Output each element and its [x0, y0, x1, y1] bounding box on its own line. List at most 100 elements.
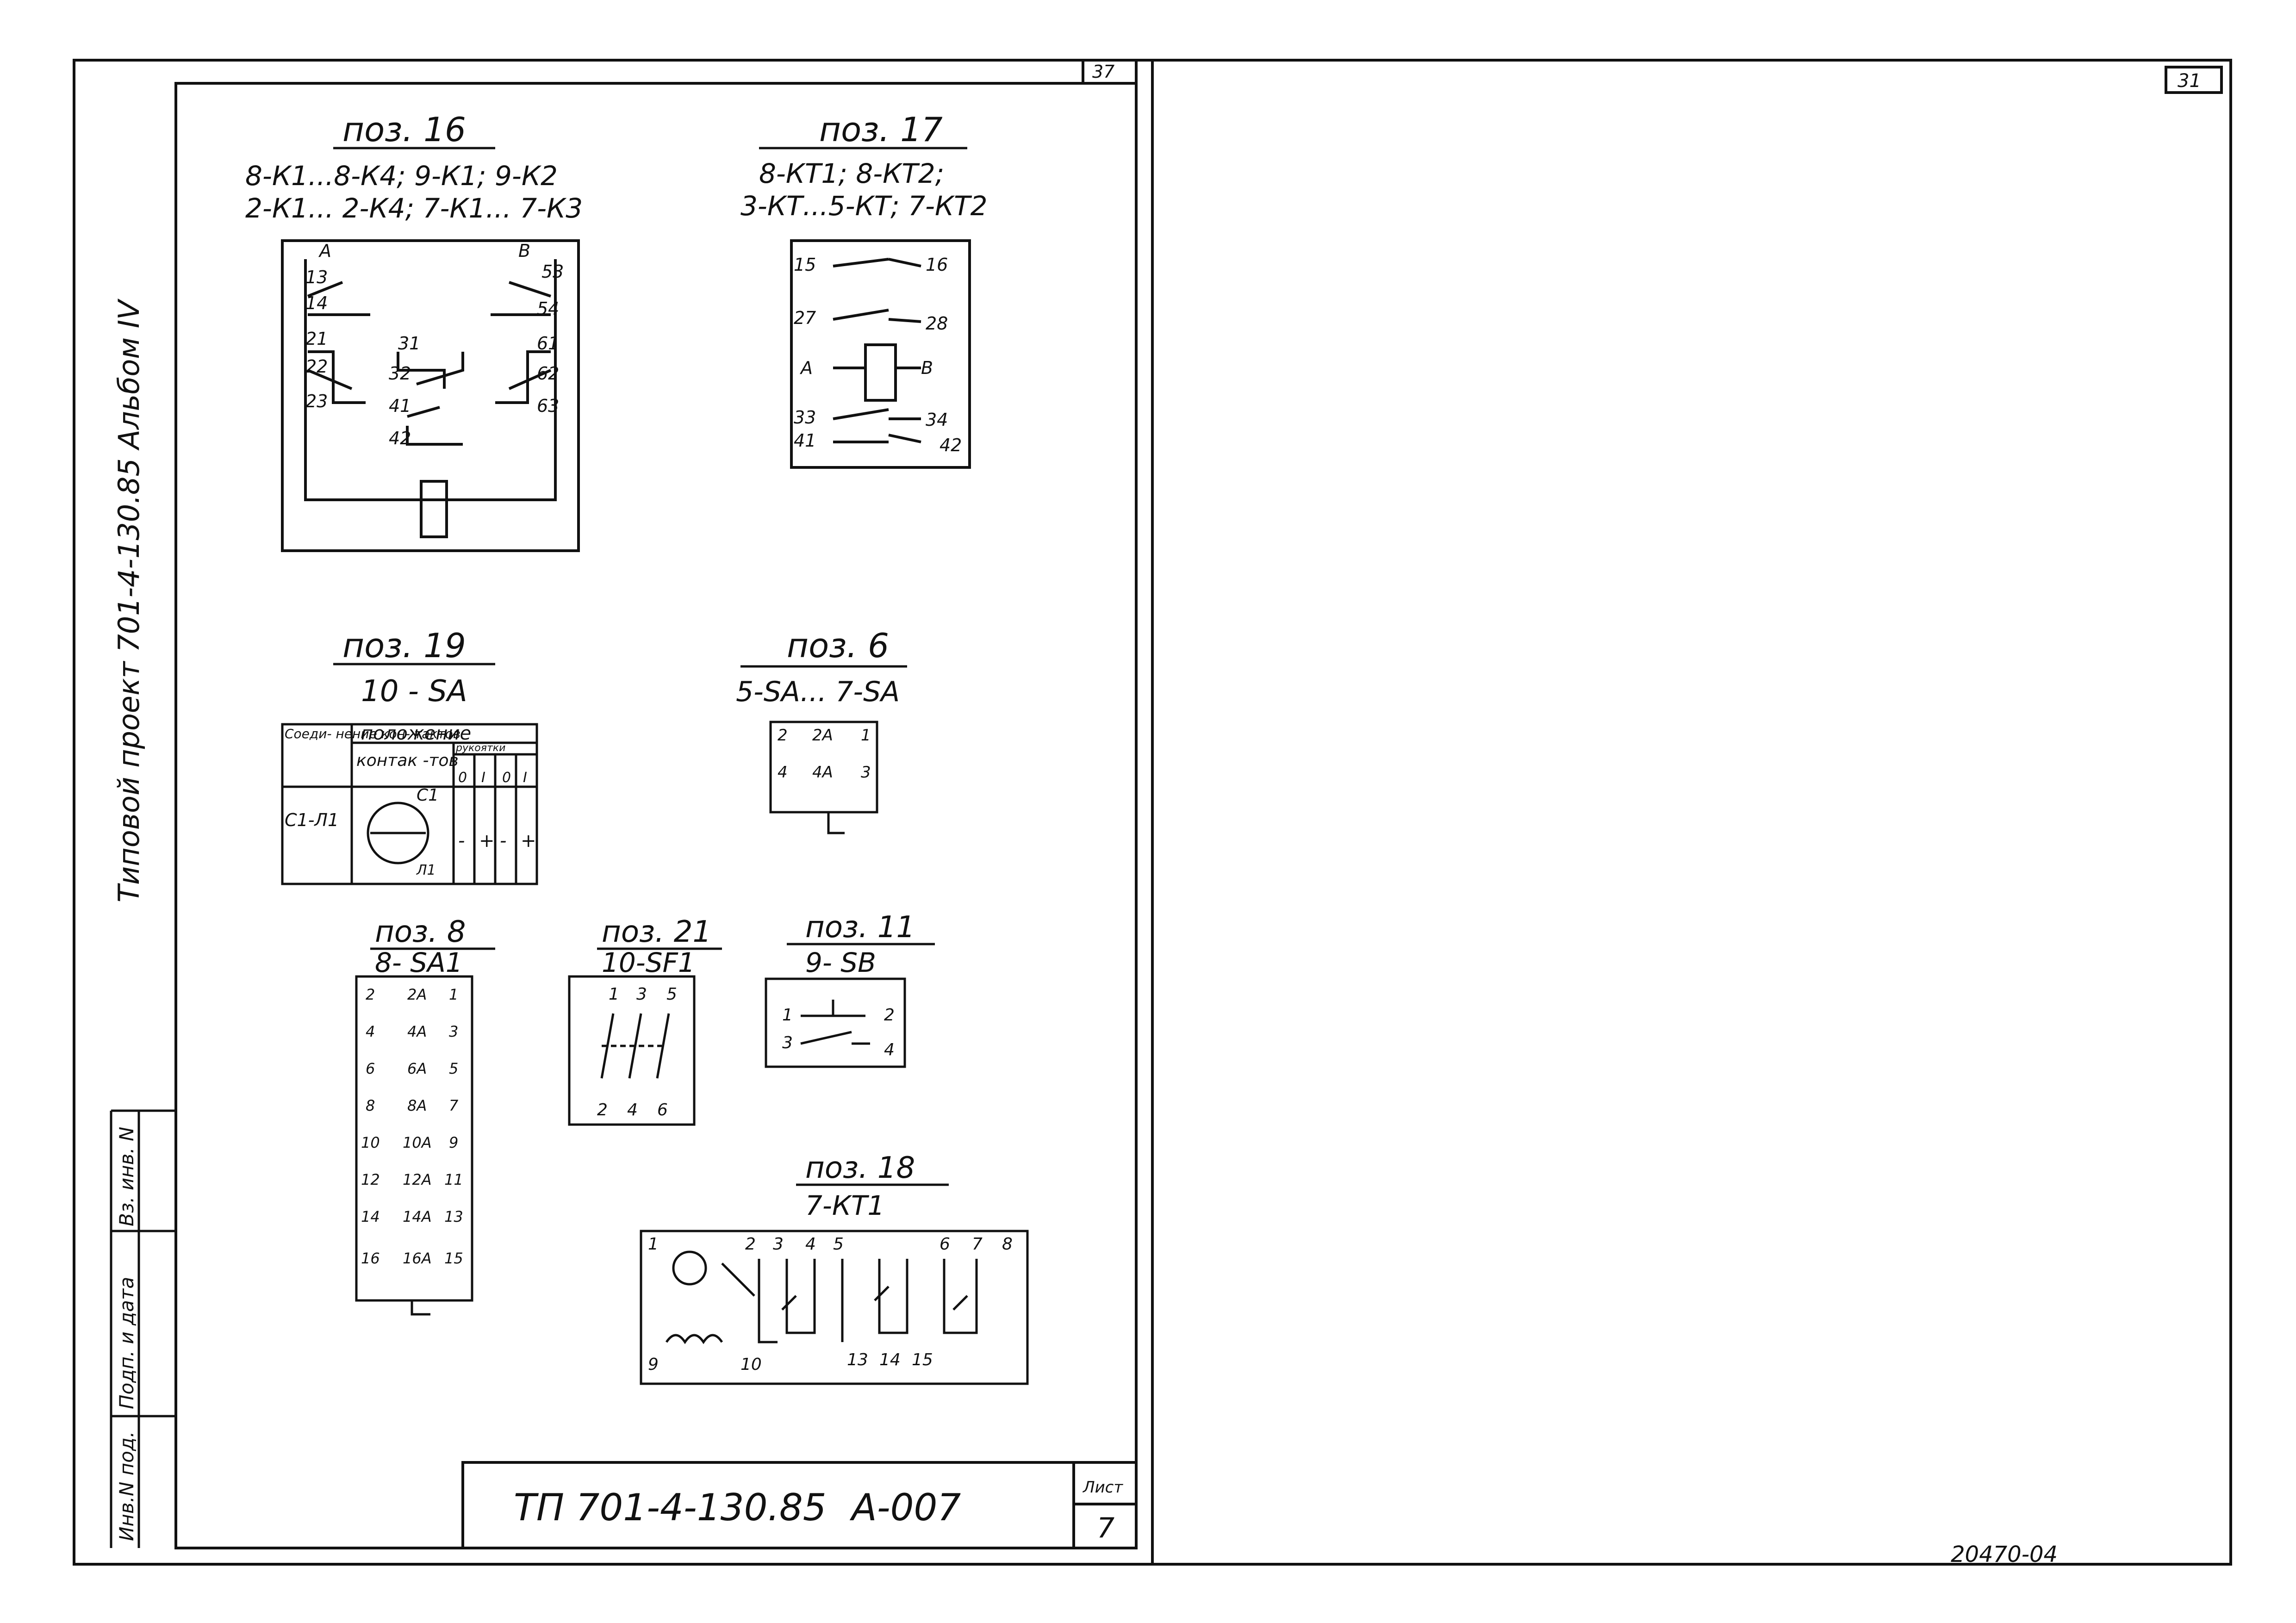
- pos17-title: поз. 17: [819, 110, 943, 149]
- svg-text:1: 1: [648, 1235, 659, 1254]
- margin-cell-3: Вз. инв. N: [115, 1127, 138, 1226]
- pos16-title: поз. 16: [342, 110, 466, 149]
- svg-text:+: +: [479, 830, 495, 852]
- svg-text:контак -тов: контак -тов: [356, 751, 459, 770]
- margin-cells: [110, 1109, 176, 1548]
- svg-text:41: 41: [389, 396, 411, 416]
- svg-text:61: 61: [537, 333, 559, 354]
- svg-text:16А: 16А: [403, 1250, 432, 1267]
- svg-text:2: 2: [778, 726, 788, 745]
- svg-text:4: 4: [805, 1235, 816, 1254]
- pos6-block: поз. 6 5-SА... 7-SА 2 2А 1 4 4А 3: [736, 626, 907, 834]
- svg-text:Соеди- нение кон- тактов: Соеди- нение кон- тактов: [285, 726, 460, 741]
- frame-lines: [73, 59, 2232, 1566]
- svg-text:6: 6: [940, 1235, 950, 1254]
- svg-text:0: 0: [458, 770, 467, 786]
- title-block: [461, 1461, 1138, 1549]
- pos16-line2: 2-К1... 2-К4; 7-К1... 7-К3: [245, 193, 583, 224]
- svg-text:32: 32: [389, 363, 411, 384]
- svg-text:13: 13: [847, 1350, 868, 1369]
- svg-text:28: 28: [926, 313, 948, 334]
- svg-text:14А: 14А: [403, 1208, 432, 1225]
- svg-text:54: 54: [537, 298, 559, 319]
- svg-text:4А: 4А: [812, 763, 833, 782]
- svg-text:3: 3: [773, 1235, 784, 1254]
- svg-text:13: 13: [444, 1208, 463, 1225]
- svg-text:1: 1: [782, 1006, 793, 1025]
- svg-text:16: 16: [926, 255, 948, 275]
- svg-text:0: 0: [502, 770, 511, 786]
- margin-cell-1: Инв.N под.: [115, 1431, 138, 1541]
- svg-text:8: 8: [366, 1097, 375, 1114]
- pos19-title: поз. 19: [342, 626, 466, 665]
- svg-text:2: 2: [884, 1006, 895, 1025]
- svg-text:4А: 4А: [407, 1023, 427, 1040]
- svg-text:3: 3: [636, 985, 647, 1004]
- svg-text:В: В: [921, 358, 933, 378]
- svg-text:21: 21: [305, 329, 328, 349]
- pos19-sub: 10 - SА: [361, 674, 467, 709]
- svg-text:31: 31: [398, 333, 420, 354]
- svg-text:22: 22: [305, 356, 328, 377]
- title-block-sheet-code: А-007: [849, 1486, 961, 1529]
- pos16-block: поз. 16 8-К1...8-К4; 9-К1; 9-К2 2-К1... …: [245, 110, 583, 552]
- svg-text:53: 53: [541, 261, 564, 282]
- svg-text:12: 12: [361, 1171, 380, 1188]
- svg-text:рукоятки: рукоятки: [455, 742, 505, 754]
- svg-text:27: 27: [794, 308, 816, 328]
- svg-text:5: 5: [449, 1060, 458, 1077]
- svg-text:13: 13: [305, 267, 328, 287]
- svg-text:34: 34: [926, 410, 948, 430]
- svg-text:62: 62: [537, 363, 559, 384]
- title-block-sheet-number: 7: [1097, 1512, 1114, 1544]
- svg-text:7: 7: [449, 1097, 459, 1114]
- svg-text:14: 14: [305, 293, 328, 313]
- svg-text:15: 15: [794, 255, 816, 275]
- svg-text:42: 42: [389, 428, 411, 448]
- pos11-sub: 9- SВ: [805, 947, 876, 978]
- pos6-sub: 5-SА... 7-SА: [736, 676, 900, 708]
- svg-text:А: А: [318, 241, 331, 261]
- svg-text:10: 10: [361, 1134, 380, 1151]
- pos17-block: поз. 17 8-КТ1; 8-КТ2; 3-КТ...5-КТ; 7-КТ2…: [740, 110, 988, 469]
- svg-text:2: 2: [366, 986, 375, 1003]
- svg-text:33: 33: [794, 407, 816, 428]
- pos17-line1: 8-КТ1; 8-КТ2;: [759, 158, 944, 189]
- left-page-number: 37: [1092, 62, 1114, 82]
- svg-text:3: 3: [449, 1023, 458, 1040]
- svg-text:2: 2: [597, 1101, 608, 1119]
- svg-text:В: В: [518, 241, 530, 261]
- svg-text:1: 1: [449, 986, 458, 1003]
- right-bottom-code: 20470-04: [1951, 1542, 2058, 1567]
- pos6-title: поз. 6: [787, 626, 889, 665]
- svg-text:6А: 6А: [407, 1060, 427, 1077]
- right-page-number: 31: [2178, 70, 2201, 92]
- svg-text:С1: С1: [417, 786, 439, 805]
- svg-text:положение: положение: [361, 723, 471, 744]
- pos18-title: поз. 18: [805, 1151, 915, 1185]
- svg-text:-: -: [458, 830, 465, 852]
- svg-text:10: 10: [740, 1355, 762, 1374]
- svg-text:63: 63: [537, 396, 559, 416]
- svg-text:14: 14: [879, 1350, 901, 1369]
- margin-cell-2: Подп. и дата: [115, 1277, 138, 1409]
- svg-text:С1-Л1: С1-Л1: [285, 810, 339, 830]
- title-block-code: ТП 701-4-130.85: [514, 1486, 827, 1529]
- svg-text:8А: 8А: [407, 1097, 427, 1114]
- svg-text:15: 15: [912, 1350, 933, 1369]
- svg-text:2А: 2А: [407, 986, 427, 1003]
- svg-text:14: 14: [361, 1208, 380, 1225]
- svg-text:11: 11: [444, 1171, 463, 1188]
- svg-text:16: 16: [361, 1250, 380, 1267]
- svg-text:+: +: [521, 830, 536, 852]
- pos21-sub: 10-SF1: [602, 947, 695, 978]
- svg-text:6: 6: [366, 1060, 375, 1077]
- svg-text:-: -: [500, 830, 506, 852]
- pos11-title: поз. 11: [805, 910, 915, 945]
- svg-text:5: 5: [833, 1235, 844, 1254]
- margin-vertical-text: Типовой проект 701-4-130.85 Альбом IV: [112, 298, 146, 902]
- title-block-sheet-label: Лист: [1082, 1478, 1123, 1497]
- svg-text:Л1: Л1: [416, 862, 436, 878]
